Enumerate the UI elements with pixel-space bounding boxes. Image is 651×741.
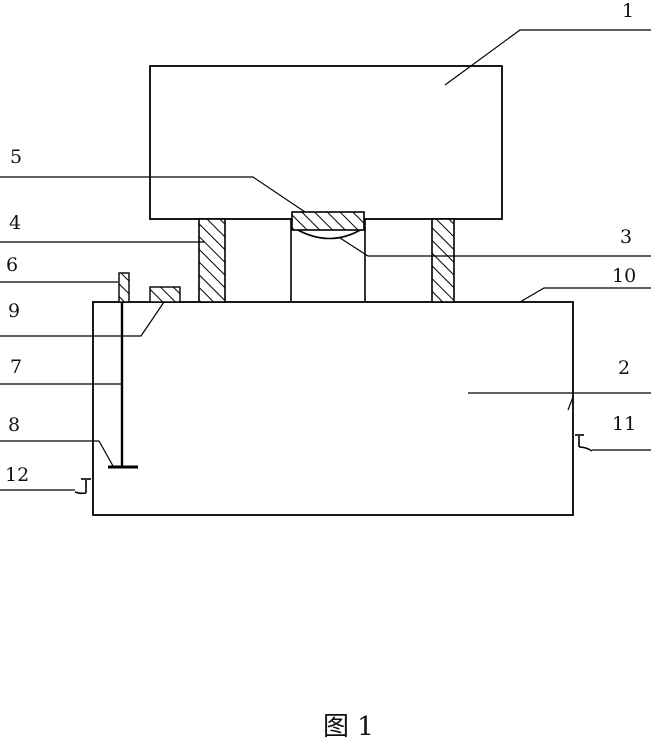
left-pillar [198, 218, 226, 303]
label-3: 3 [620, 226, 632, 248]
small-post [118, 272, 130, 303]
label-5: 5 [10, 146, 22, 168]
label-6: 6 [6, 254, 18, 276]
small-block [149, 286, 181, 303]
hatched-block-5 [291, 211, 365, 231]
figure-caption: 图 1 [323, 712, 374, 741]
center-column [290, 219, 366, 302]
upper-box [149, 65, 503, 220]
label-11: 11 [612, 413, 636, 435]
lower-box [92, 301, 574, 516]
right-pillar [431, 218, 455, 303]
label-9: 9 [8, 300, 20, 322]
label-1: 1 [622, 0, 634, 22]
label-7: 7 [10, 356, 22, 378]
label-2: 2 [618, 357, 630, 379]
label-10: 10 [612, 265, 636, 287]
left-valve [74, 478, 91, 495]
leader-lines [0, 29, 651, 491]
label-12: 12 [5, 464, 29, 486]
right-valve [575, 434, 593, 452]
label-8: 8 [8, 414, 20, 436]
label-4: 4 [9, 212, 21, 234]
